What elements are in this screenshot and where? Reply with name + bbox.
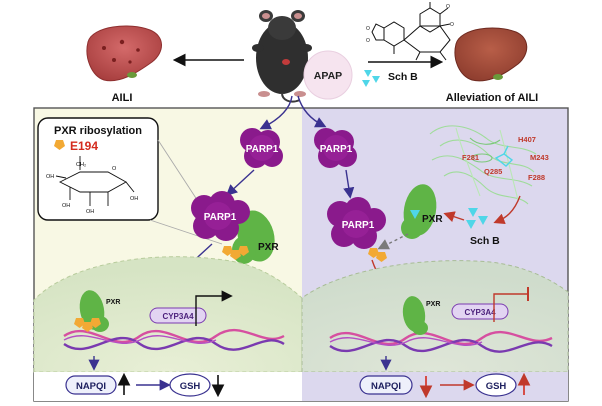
sch-b-top-label: Sch B — [388, 71, 418, 83]
arrow-structure-to-schb — [493, 195, 521, 225]
apap-label: APAP — [314, 70, 342, 82]
dna-left — [63, 329, 285, 351]
oh-label-1: OH — [46, 174, 54, 180]
right-metabolite-row — [302, 372, 568, 401]
parp1-blob-left-top — [240, 128, 283, 168]
parp1-blob-right-mid — [327, 197, 386, 249]
parp1-blob-right-top — [314, 128, 357, 168]
apap-bubble: APAP — [303, 50, 353, 100]
dashed-release-arrow — [377, 233, 409, 250]
cyp3a4-left-box — [149, 307, 207, 324]
ribosyl-chain-nucleus — [74, 318, 101, 332]
svg-text:O: O — [366, 38, 370, 44]
sch-b-structure — [371, 2, 451, 61]
arrow-mouse-to-right — [297, 95, 327, 128]
parp1-right-mid-label: PARP1 — [342, 220, 375, 231]
parp1-complex-label: PARP1 — [204, 212, 237, 223]
oh-label-4: OH — [130, 196, 138, 202]
residue-f288: F288 — [528, 173, 545, 182]
parp1-left-top-label: PARP1 — [246, 144, 279, 155]
arrow-parp1-to-complex — [225, 169, 255, 196]
sch-b-structure-atoms: OO OO — [366, 4, 454, 44]
oh-label-3: OH — [86, 209, 94, 215]
napqi-right-pill — [359, 375, 413, 395]
ribosylation-box: PXR ribosylation E194 CH₂ O OH OH OH OH — [37, 117, 159, 221]
damaged-liver-icon — [86, 25, 162, 82]
parp1-blob-complex — [191, 191, 250, 241]
gsh-right-label: GSH — [486, 381, 507, 392]
pxr-bound-label: PXR — [422, 214, 443, 225]
gene-activation-arrow — [195, 290, 233, 326]
cyp3a4-left-label: CYP3A4 — [162, 312, 194, 321]
ch2-label: CH₂ — [76, 162, 86, 168]
sch-b-right-icon — [466, 208, 488, 229]
arrow-schb-to-pxr — [443, 211, 465, 222]
ribosyl-chain-complex — [222, 246, 249, 260]
gsh-right-pill — [475, 373, 517, 397]
napqi-left-label: NAPQI — [76, 381, 106, 392]
arrow-mouse-to-left — [259, 95, 293, 130]
svg-text:O: O — [366, 26, 370, 32]
released-ribosyl — [368, 248, 387, 262]
sch-b-right-label: Sch B — [470, 235, 500, 247]
residue-h407: H407 — [518, 135, 536, 144]
gene-inhibition-line — [493, 293, 528, 322]
ring-oxygen: O — [112, 166, 117, 172]
binding-site-icon — [494, 145, 514, 167]
napqi-right-label: NAPQI — [371, 381, 401, 392]
pentagon-icon — [54, 140, 65, 150]
arrow-parp1-down-right — [343, 169, 355, 199]
residue-e194: E194 — [70, 139, 98, 153]
pxr-complex-label: PXR — [258, 242, 279, 253]
sch-b-compound-icon — [362, 70, 380, 87]
alleviation-label: Alleviation of AILI — [446, 92, 539, 104]
parp1-right-top-label: PARP1 — [320, 144, 353, 155]
residue-q285: Q285 — [484, 167, 502, 176]
svg-text:O: O — [446, 4, 450, 10]
healthy-liver-icon — [454, 27, 528, 82]
ribosylation-title: PXR ribosylation — [54, 125, 142, 137]
sugar-ring — [55, 156, 135, 206]
svg-text:O: O — [450, 22, 454, 28]
aili-label: AILI — [112, 92, 133, 104]
pxr-blob-bound — [401, 184, 437, 239]
pointer-line-2 — [149, 219, 223, 245]
gsh-left-pill — [169, 373, 211, 397]
pxr-nucleus-left-label: PXR — [106, 299, 120, 306]
protein-structure — [429, 125, 537, 205]
oh-label-2: OH — [62, 203, 70, 209]
dna-right — [329, 331, 553, 353]
mouse-icon — [252, 10, 312, 103]
residue-f281: F281 — [462, 153, 479, 162]
pxr-nucleus-right-label: PXR — [426, 301, 440, 308]
residue-m243: M243 — [530, 153, 549, 162]
napqi-left-pill — [65, 375, 117, 395]
cyp3a4-right-label: CYP3A4 — [464, 308, 496, 317]
pxr-blob-nucleus-right — [402, 296, 428, 335]
gsh-left-label: GSH — [180, 381, 201, 392]
